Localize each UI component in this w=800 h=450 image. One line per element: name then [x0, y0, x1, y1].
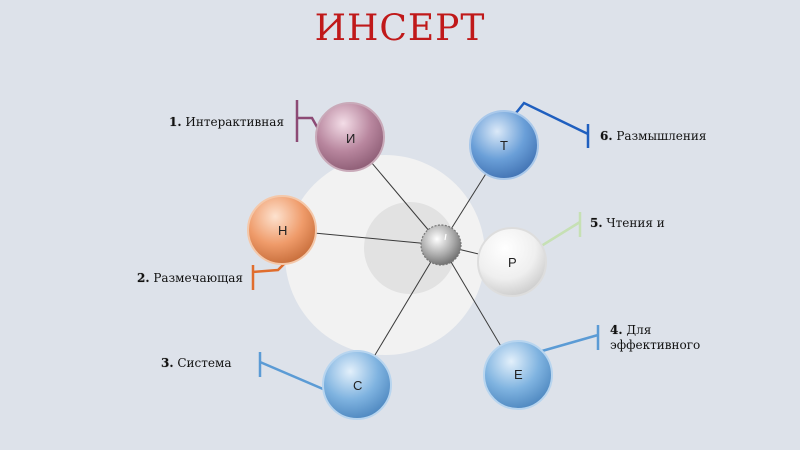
label-1-text: Интерактивная	[185, 115, 285, 129]
label-6-number: 6.	[600, 129, 613, 143]
label-2: 2. Размечающая	[137, 271, 243, 286]
label-2-text: Размечающая	[153, 271, 243, 285]
node-e: Е	[483, 340, 553, 410]
node-n-letter: Н	[278, 223, 287, 238]
label-4-text: Для	[626, 323, 652, 337]
connector-s	[258, 352, 331, 394]
label-4-number: 4.	[610, 323, 623, 337]
label-5-text: Чтения и	[606, 216, 665, 230]
hub-tick	[444, 233, 447, 241]
connectors	[251, 100, 600, 394]
slide-title: ИНСЕРТ	[314, 8, 486, 49]
hub-center	[420, 224, 462, 266]
node-t: Т	[469, 110, 539, 180]
node-s-letter: С	[353, 378, 362, 393]
node-r: Р	[477, 227, 547, 297]
node-r-letter: Р	[508, 255, 517, 270]
label-5: 5. Чтения и	[590, 216, 665, 231]
label-4-text-cont: эффективного	[610, 338, 701, 352]
node-i-letter: И	[346, 131, 355, 146]
label-2-number: 2.	[137, 271, 150, 285]
label-1: 1. Интерактивная	[169, 115, 284, 130]
node-n: Н	[247, 195, 317, 265]
label-4: 4. Для эффективного	[610, 323, 700, 353]
label-3-text: Система	[177, 356, 232, 370]
label-3: 3. Система	[161, 356, 232, 371]
label-1-number: 1.	[169, 115, 182, 129]
label-3-number: 3.	[161, 356, 174, 370]
node-n-circle	[247, 195, 317, 265]
node-t-circle	[469, 110, 539, 180]
node-e-letter: Е	[514, 367, 523, 382]
inner-disc	[364, 202, 456, 294]
label-5-number: 5.	[590, 216, 603, 230]
node-i-circle	[315, 102, 385, 172]
label-6: 6. Размышления	[600, 129, 706, 144]
node-s-circle	[322, 350, 392, 420]
node-i: И	[315, 102, 385, 172]
node-r-circle	[477, 227, 547, 297]
node-e-circle	[483, 340, 553, 410]
connector-r	[537, 212, 582, 250]
node-t-letter: Т	[500, 138, 508, 153]
node-s: С	[322, 350, 392, 420]
label-6-text: Размышления	[616, 129, 707, 143]
